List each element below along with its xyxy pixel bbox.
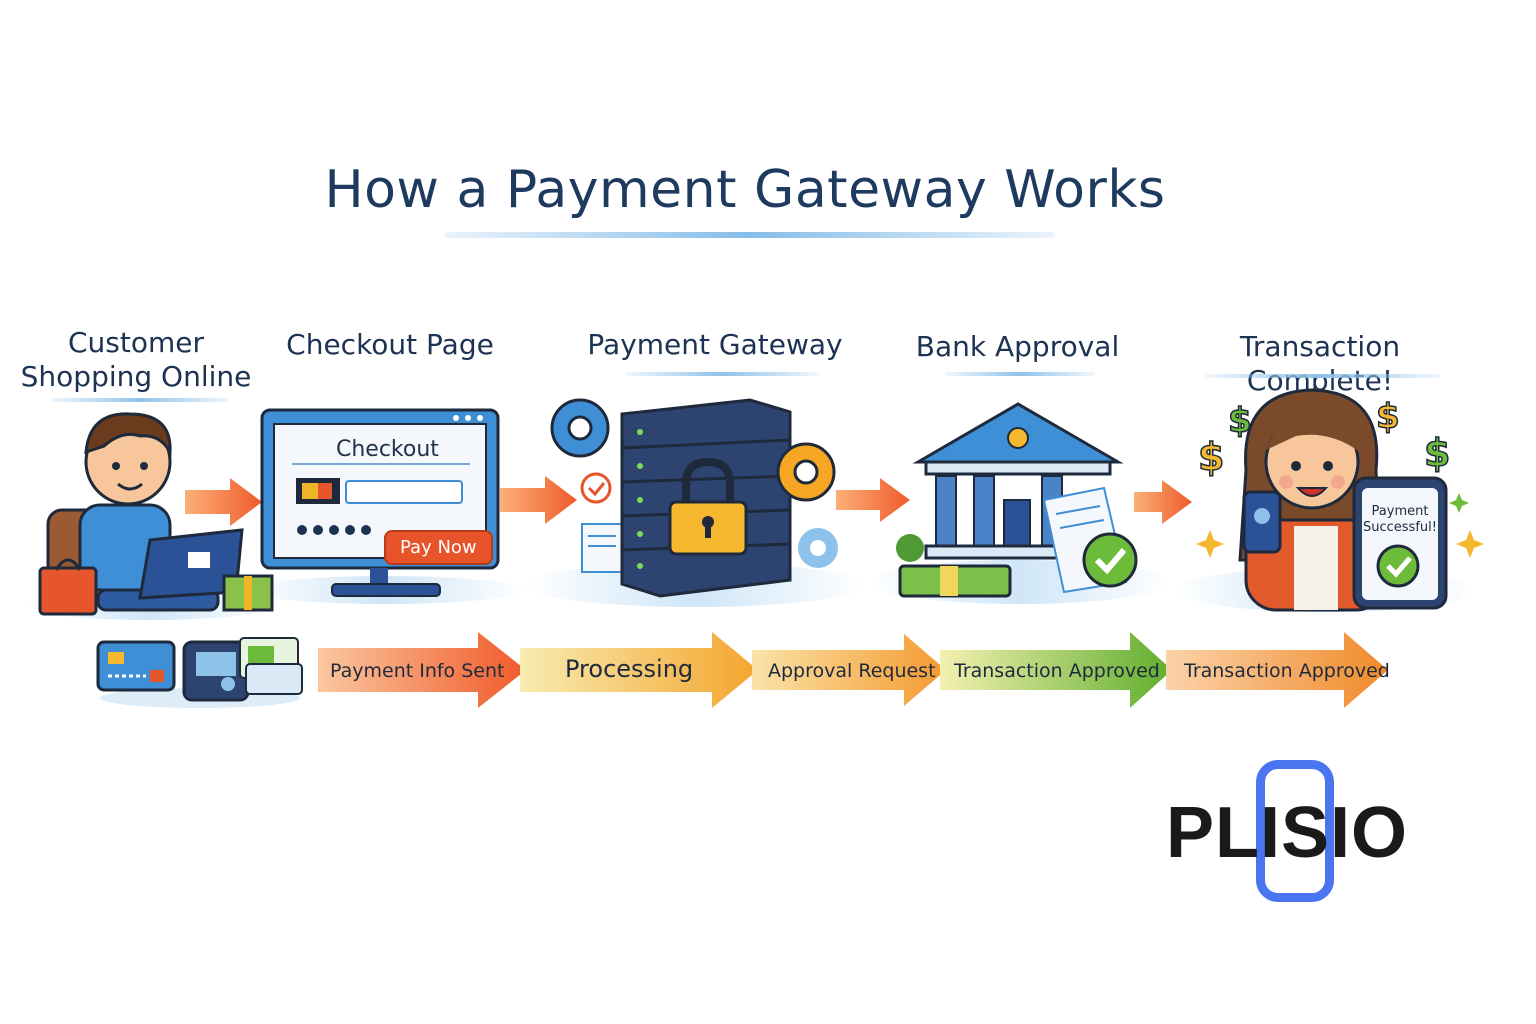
brand-logo-frame xyxy=(1256,760,1334,902)
step-underline xyxy=(50,398,230,402)
flow-label-processing: Processing xyxy=(565,655,694,683)
title-underline xyxy=(445,232,1055,238)
gear-icon xyxy=(798,528,838,568)
gear-icon xyxy=(550,398,610,458)
step-label-line: Checkout Page xyxy=(286,328,494,361)
flow-arrow-icon xyxy=(185,478,262,526)
step-label-checkout: Checkout Page xyxy=(270,328,510,362)
flow-label-payment-info-sent: Payment Info Sent xyxy=(330,660,505,682)
bank-icon xyxy=(896,402,1138,598)
flow-arrow-icon xyxy=(836,478,910,522)
pay-now-button: Pay Now xyxy=(384,530,493,565)
diagram-title: How a Payment Gateway Works xyxy=(324,160,1166,220)
payment-success-text: Payment Successful! xyxy=(1362,504,1438,536)
step-label-line: Bank Approval xyxy=(915,330,1120,363)
server-lock-icon xyxy=(550,398,838,598)
flow-arrow xyxy=(520,632,758,708)
brand-logo: PLISIO xyxy=(1166,793,1409,873)
flow-arrow xyxy=(1166,632,1388,708)
checkout-heading: Checkout xyxy=(336,437,439,462)
sparkle-icon xyxy=(1449,493,1469,513)
flow-arrow xyxy=(752,634,946,706)
flow-arrow-icon xyxy=(500,476,577,524)
sparkle-icon xyxy=(1456,530,1484,558)
dollar-icon: $ xyxy=(1228,401,1252,441)
customer-laptop-icon xyxy=(38,412,274,616)
step-underline xyxy=(945,372,1095,376)
step-underline xyxy=(625,372,820,376)
flow-arrow xyxy=(940,632,1172,708)
gear-icon xyxy=(776,442,836,502)
step-label-line: Shopping Online xyxy=(20,360,252,393)
step-label-gateway: Payment Gateway xyxy=(580,328,850,362)
sparkle-icon xyxy=(1196,530,1224,558)
step-underline xyxy=(1205,374,1440,378)
flow-label-approval-request: Approval Request xyxy=(768,660,936,682)
dollar-icon: $ xyxy=(1424,431,1450,475)
step-label-line: Payment Gateway xyxy=(587,328,843,361)
step-label-customer: Customer Shopping Online xyxy=(20,326,252,394)
happy-customer-phone-icon: $ $ $ $ xyxy=(1196,388,1484,612)
payment-items-icon xyxy=(96,637,303,708)
step-label-line: Customer xyxy=(67,326,204,359)
flow-label-transaction-approved: Transaction Approved xyxy=(1184,660,1390,682)
flow-arrow-icon xyxy=(1134,480,1192,524)
payment-success-line: Payment xyxy=(1371,504,1429,519)
flow-label-transaction-approved: Transaction Approved xyxy=(954,660,1160,682)
step-label-bank: Bank Approval xyxy=(905,330,1130,364)
dollar-icon: $ xyxy=(1198,435,1224,479)
dollar-icon: $ xyxy=(1376,397,1400,437)
flow-arrow xyxy=(318,632,526,708)
payment-success-line: Successful! xyxy=(1363,520,1437,535)
